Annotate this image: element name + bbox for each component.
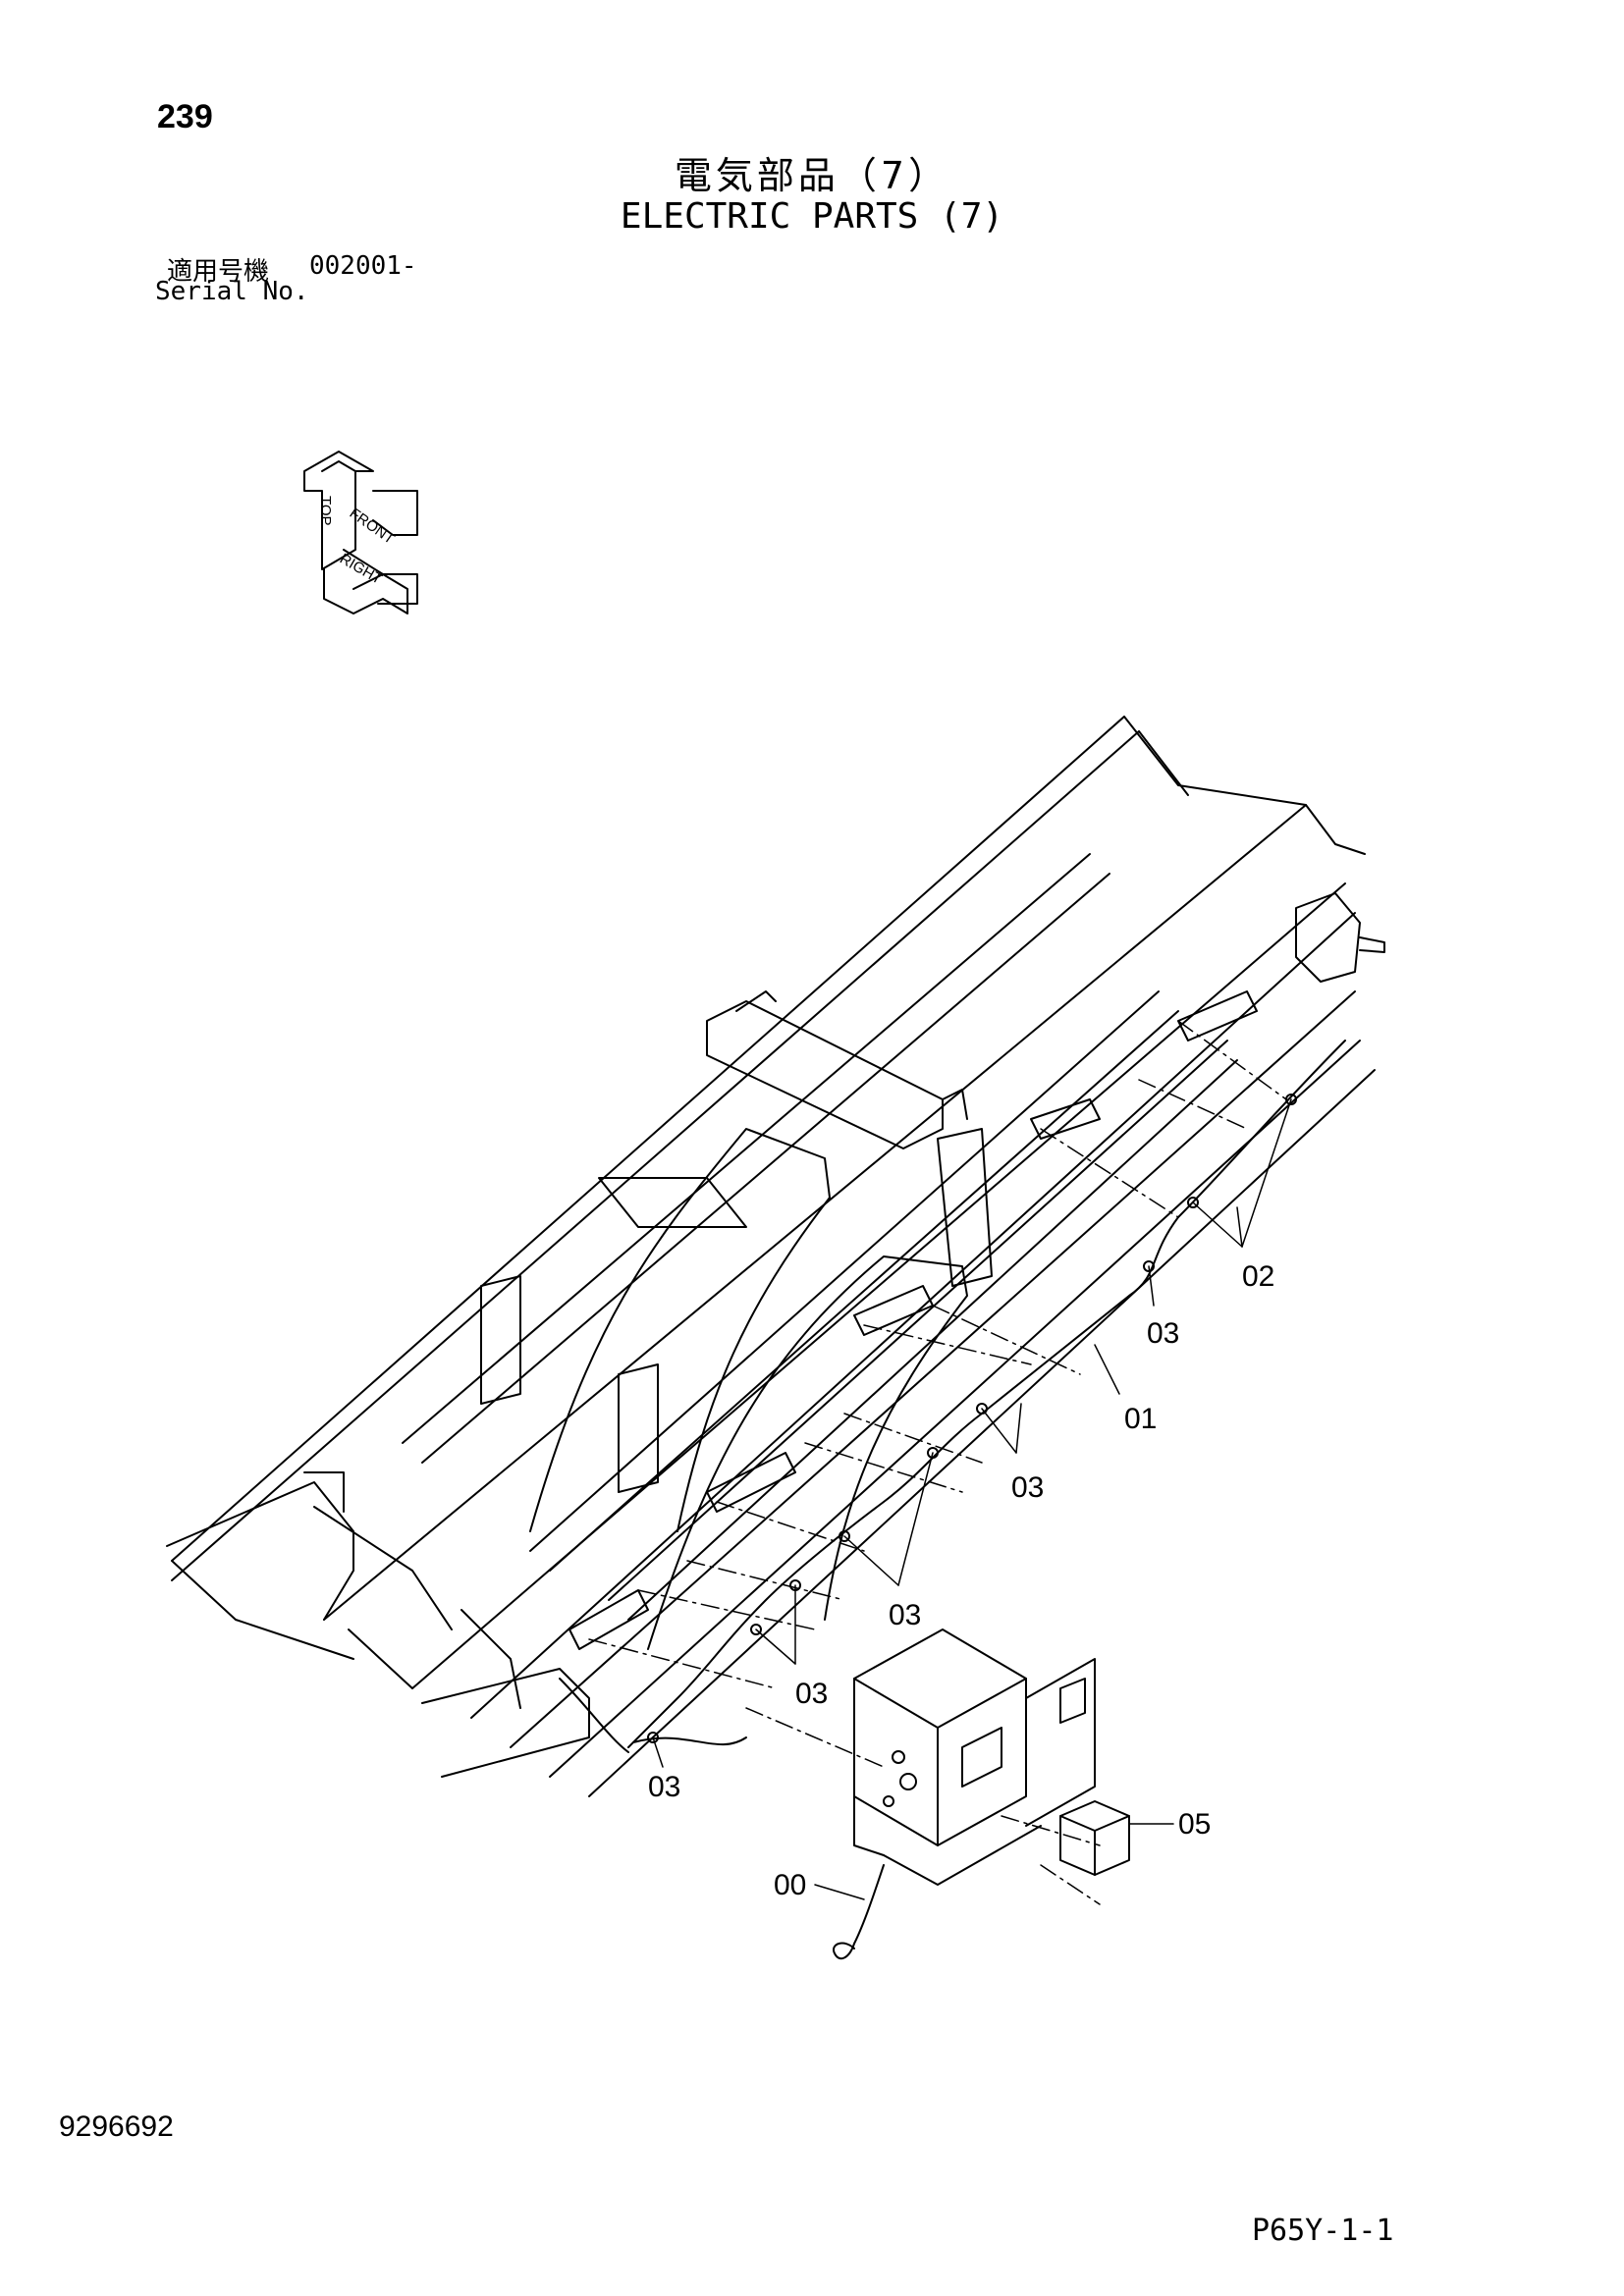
- callout-03-e: 03: [648, 1771, 680, 1803]
- relay-box: [1059, 1800, 1130, 1876]
- cable: [833, 1864, 885, 1960]
- orientation-label-top: TOP: [317, 496, 334, 526]
- callout-01: 01: [1124, 1403, 1157, 1435]
- orientation-label-front: FRONT: [347, 505, 398, 548]
- page-title-jp: 電気部品（7）: [674, 154, 950, 197]
- page-title-en: ELECTRIC PARTS (7): [620, 196, 1004, 237]
- main-frame: [166, 716, 1385, 1797]
- control-box: [853, 1629, 1096, 1886]
- callout-labels: 02 03 01 03 03 03 03 05 00: [648, 1260, 1274, 1901]
- callout-03-b: 03: [1011, 1471, 1044, 1504]
- callout-03-d: 03: [795, 1678, 828, 1710]
- callout-02: 02: [1242, 1260, 1274, 1293]
- callout-05: 05: [1178, 1808, 1211, 1841]
- callout-00: 00: [774, 1869, 806, 1901]
- wiring-harness: [559, 1040, 1346, 1753]
- orientation-label-right: RIGHT: [337, 551, 385, 588]
- orientation-icon: TOP FRONT RIGHT: [303, 451, 418, 614]
- leader-lines: [588, 1020, 1287, 1905]
- serial-label-jp: 適用号機: [167, 257, 270, 287]
- callout-03-a: 03: [1147, 1317, 1179, 1350]
- callout-leaders: [652, 1098, 1292, 1900]
- serial-label-en: Serial No.: [155, 277, 309, 306]
- page-number: 239: [157, 98, 213, 135]
- serial-value: 002001-: [309, 251, 417, 281]
- document-id: 9296692: [59, 2110, 174, 2143]
- clamps: [647, 1094, 1297, 1743]
- page-code: P65Y-1-1: [1252, 2214, 1394, 2248]
- callout-03-c: 03: [889, 1599, 921, 1631]
